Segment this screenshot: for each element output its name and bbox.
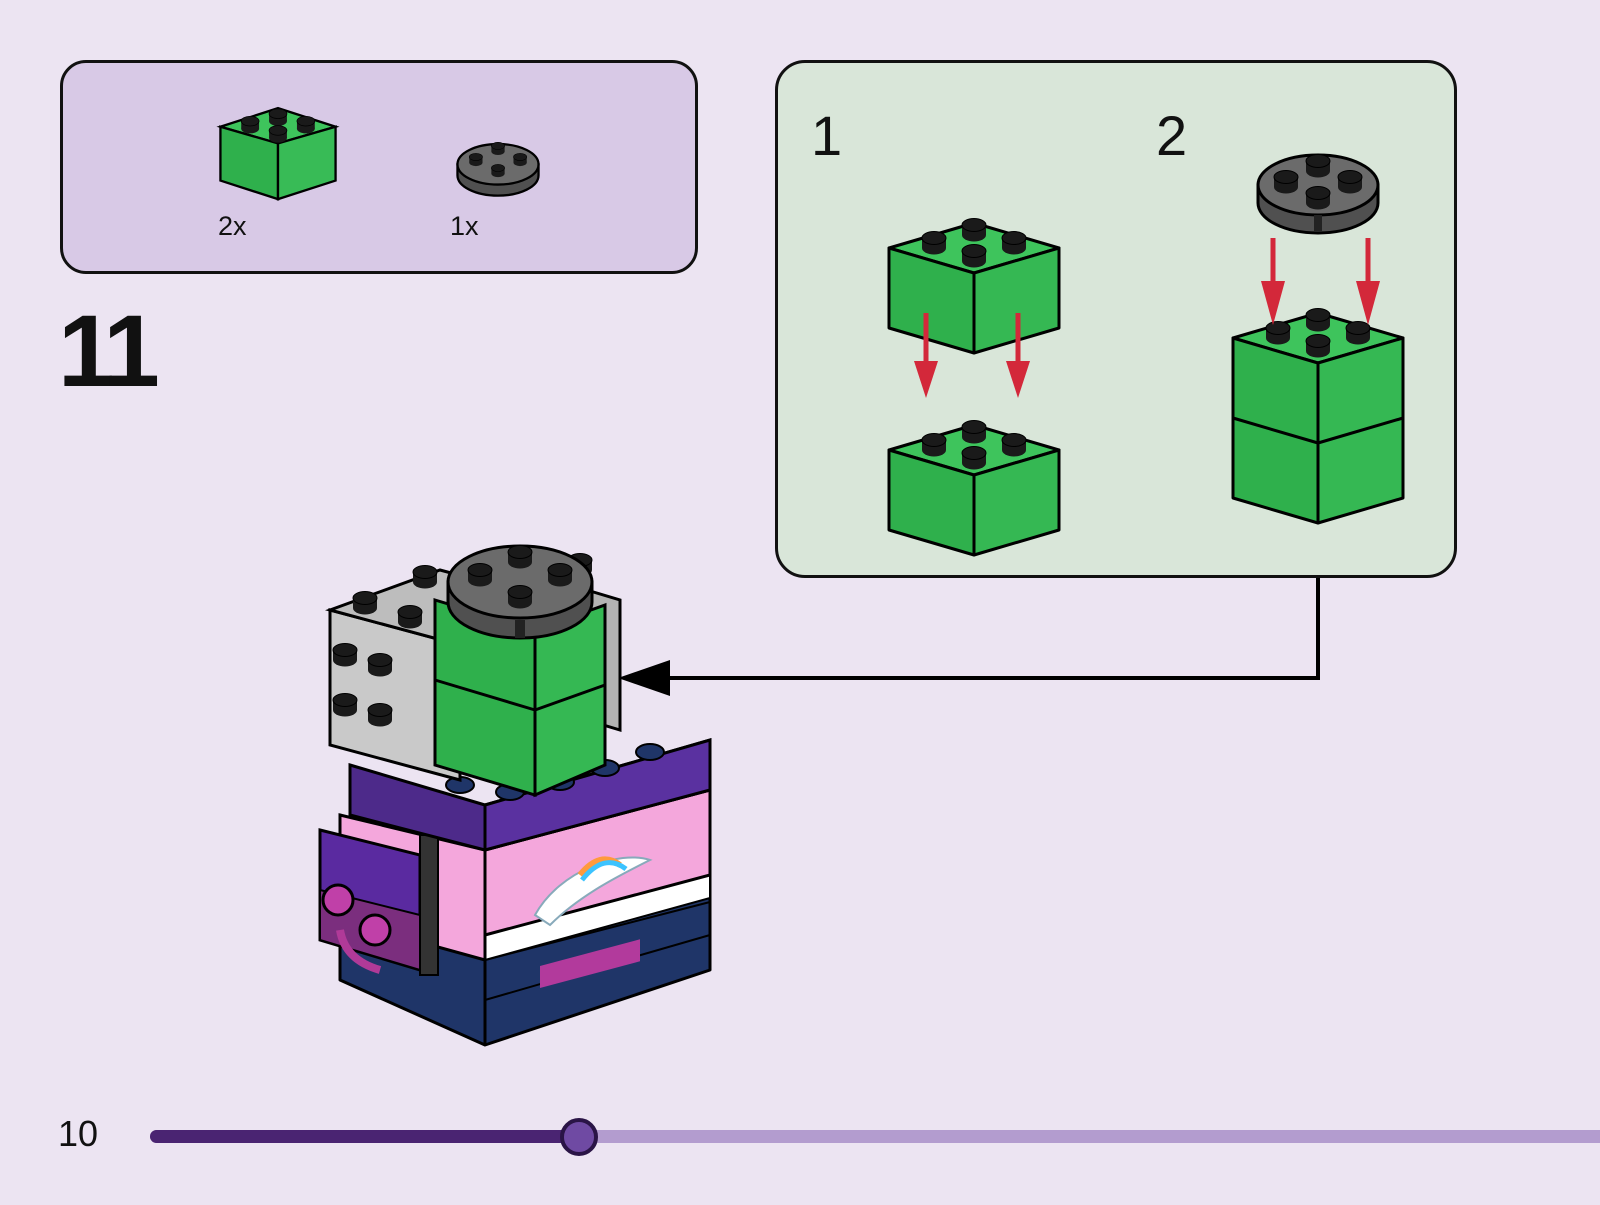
step-number: 11 [58, 294, 160, 408]
substep-1-illustration [887, 218, 1061, 557]
substep-number: 1 [811, 104, 843, 167]
progress-knob [559, 1118, 598, 1156]
page-number: 10 [58, 1113, 99, 1154]
substep-number: 2 [1156, 104, 1188, 167]
substep-2-illustration [1231, 153, 1405, 525]
down-arrow-icon [914, 313, 1030, 398]
parts-list-panel: 2x 1x [60, 60, 698, 274]
part-quantity: 1x [450, 211, 479, 241]
model-assembly-illustration [318, 544, 712, 1047]
green-2x2-brick-icon [216, 106, 340, 201]
callout-arrow-icon [618, 660, 670, 696]
progress-fill [150, 1130, 578, 1143]
green-brick-stack-icon [1231, 308, 1405, 525]
gray-round-plate-icon [456, 142, 540, 197]
part-quantity: 2x [218, 211, 247, 241]
progress-bar [150, 1118, 1600, 1156]
down-arrow-icon [1261, 238, 1380, 325]
substep-panel: 1 2 [775, 60, 1457, 578]
